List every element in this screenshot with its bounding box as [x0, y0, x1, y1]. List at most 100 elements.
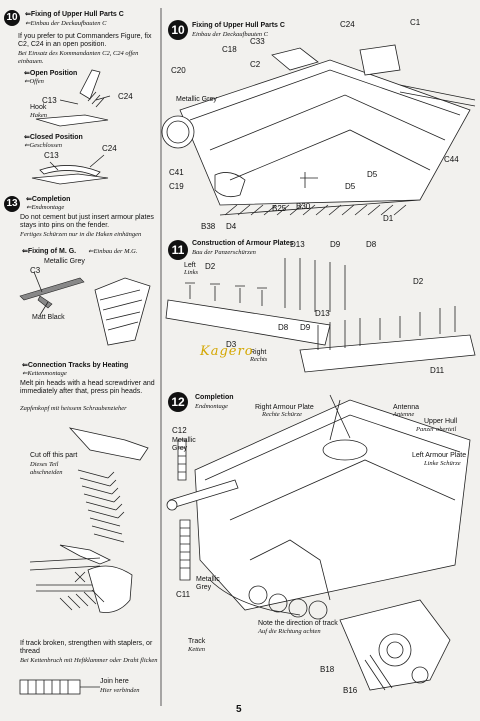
broken-note-de: Bei Kettenbruch mit Heftklammer oder Dra…: [20, 657, 158, 664]
left-label-de: Links: [184, 269, 199, 276]
arrow-icon: ⇐: [26, 196, 32, 203]
mg-matt-black-label: Matt Black: [32, 314, 65, 321]
arrow-icon: ⇐: [22, 248, 28, 255]
step-12-badge: 12: [168, 392, 188, 412]
part-label: D3: [226, 340, 237, 349]
tracks-label: ⇐Connection Tracks by Heating: [22, 362, 128, 370]
upper-hull-drawing: [161, 44, 476, 216]
part-label: D13: [315, 309, 330, 318]
part-label: C41: [169, 168, 184, 177]
part-label: D11: [430, 366, 445, 375]
part-label: D13: [290, 240, 305, 249]
tracks-label-text: Connection Tracks by Heating: [27, 362, 129, 369]
arrow-icon: ⇐: [26, 204, 32, 211]
part-label: B25: [272, 204, 287, 213]
closed-position-label-de: ⇐Geschlossen: [24, 142, 62, 150]
b18-label: B18: [320, 665, 335, 674]
open-position-label-de: ⇐Offen: [24, 78, 44, 86]
open-hatch-drawing: [35, 69, 111, 127]
left-armour-label-de: Linke Schürze: [424, 460, 461, 467]
c11-label: C11: [176, 590, 191, 599]
metallic-grey-label: Metallic Grey: [196, 576, 220, 591]
left-label: Left: [184, 262, 196, 269]
step-13-title-de-text: Endmontage: [31, 204, 65, 211]
step-10-note: If you prefer to put Commanders Figure, …: [18, 33, 152, 49]
arrow-icon: ⇐: [22, 362, 28, 369]
part-label: C18: [222, 45, 237, 54]
step-10-title-de: ⇐Einbau der Deckaufbauten C: [25, 20, 106, 28]
step-11-title: Construction of Armour Plates: [192, 240, 294, 247]
part-label: D4: [226, 222, 237, 231]
mg-label-de: ⇐Einbau der M.G.: [88, 248, 138, 256]
step-10-title: ⇐Fixing of Upper Hull Parts C: [25, 11, 124, 19]
right-armour-label: Right Armour Plate: [255, 404, 314, 411]
join-label-de: Hier verbinden: [100, 687, 140, 694]
step-10-note-de: Bei Einsatz des Kommandanten C2, C24 off…: [18, 50, 139, 65]
broken-note: If track broken, strengthen with stapler…: [20, 640, 153, 656]
closed-position-text: Closed Position: [29, 134, 83, 141]
arrow-icon: ⇐: [24, 78, 30, 85]
upper-hull-label-de: Panzer oberteil: [416, 426, 457, 433]
part-label: D8: [366, 240, 377, 249]
step-10-right-title-de: Einbau der Deckaufbauten C: [192, 31, 268, 38]
part-label: C2: [250, 60, 261, 69]
open-c24-label: C24: [118, 92, 133, 101]
part-label: D9: [330, 240, 341, 249]
cutoff-label-de1: Dieses Teil: [30, 461, 59, 468]
part-label: B30: [296, 202, 311, 211]
tracks-note: Melt pin heads with a head screwdriver a…: [20, 380, 155, 396]
metallic-grey-label: Metallic Grey: [176, 96, 217, 103]
arrow-icon: ⇐: [24, 70, 30, 77]
part-label: D8: [278, 323, 289, 332]
closed-c24-label: C24: [102, 144, 117, 153]
arrow-icon: ⇐: [24, 134, 30, 141]
step-10-right-title: Fixing of Upper Hull Parts C: [192, 22, 285, 29]
step-11-badge: 11: [168, 240, 188, 260]
upper-hull-label: Upper Hull: [424, 418, 458, 425]
part-label: C33: [250, 37, 265, 46]
part-label: B38: [201, 222, 216, 231]
left-armour-label: Left Armour Plate: [412, 452, 467, 459]
part-label: C20: [171, 66, 186, 75]
antenna-label: Antenna: [393, 404, 420, 411]
closed-position-de-text: Geschlossen: [29, 142, 62, 149]
direction-label-de: Auf die Richtung achten: [258, 628, 321, 635]
step-13-note: Do not cement but just insert armour pla…: [20, 214, 154, 230]
part-label: D5: [367, 170, 378, 179]
part-label: D9: [300, 323, 311, 332]
part-label: D1: [383, 214, 394, 223]
mg-label: ⇐Fixing of M. G.: [22, 248, 76, 256]
open-c13-label: C13: [42, 96, 57, 105]
step-12-title-de: Endmontage: [195, 403, 228, 410]
cutoff-label-de2: abschneiden: [30, 469, 63, 476]
tracks-drawing: [19, 427, 149, 695]
cutoff-label: Cut off this part: [30, 452, 78, 459]
arrow-icon: ⇐: [22, 370, 28, 377]
part-label: C24: [340, 20, 355, 29]
right-label-de: Rechts: [250, 356, 268, 363]
page-number: 5: [236, 704, 242, 715]
step-10-title-text: Fixing of Upper Hull Parts C: [30, 11, 124, 18]
arrow-icon: ⇐: [24, 142, 30, 149]
direction-label: Note the direction of track: [258, 620, 338, 627]
track-label-de: Ketten: [188, 646, 205, 653]
c12-label: C12: [172, 426, 187, 435]
part-label: D2: [205, 262, 216, 271]
right-armour-label-de: Rechte Schürze: [262, 411, 302, 418]
open-position-text: Open Position: [29, 70, 78, 77]
b16-label: B16: [343, 686, 358, 695]
part-label: C44: [444, 155, 459, 164]
tracks-label-de: ⇐Kettenmontage: [22, 370, 67, 378]
arrow-icon: ⇐: [25, 11, 31, 18]
step-10-right-badge: 10: [168, 20, 188, 40]
part-label: D2: [413, 277, 424, 286]
open-position-de-text: Offen: [29, 78, 44, 85]
part-label: C1: [410, 18, 421, 27]
tracks-note-de: Zapfenkopf mit heissem Schraubenzieher: [20, 405, 127, 412]
antenna-label-de: Antenne: [393, 411, 415, 418]
step-13-title: ⇐Completion: [26, 196, 70, 204]
closed-hatch-drawing: [31, 154, 109, 185]
track-label: Track: [188, 638, 206, 645]
step-13-title-de: ⇐Endmontage: [26, 204, 64, 212]
